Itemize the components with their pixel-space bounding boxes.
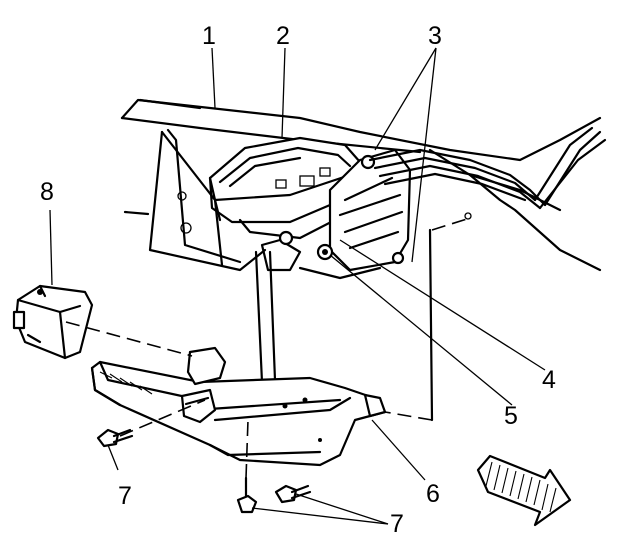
leader-lines <box>49 47 546 525</box>
modulator-controller <box>208 136 362 240</box>
callout-6: 6 <box>426 480 440 508</box>
callout-8: 8 <box>40 178 54 206</box>
mount-stud-area <box>254 230 382 384</box>
bolt-right <box>274 484 312 504</box>
callout-1: 1 <box>202 22 216 50</box>
callout-3: 3 <box>428 22 442 50</box>
alignment-lines <box>65 212 472 479</box>
bolt-bottom <box>236 476 258 514</box>
callout-5: 5 <box>504 402 518 430</box>
bolt-left <box>96 428 134 448</box>
callout-7-left: 7 <box>118 482 132 510</box>
forward-arrow-icon <box>476 454 572 527</box>
callout-7-bottom: 7 <box>390 510 404 538</box>
valve-body <box>316 126 607 272</box>
mounting-bracket <box>90 346 387 467</box>
callout-2: 2 <box>276 22 290 50</box>
callout-4: 4 <box>542 366 556 394</box>
control-module <box>12 284 94 360</box>
body-panel <box>120 98 602 422</box>
